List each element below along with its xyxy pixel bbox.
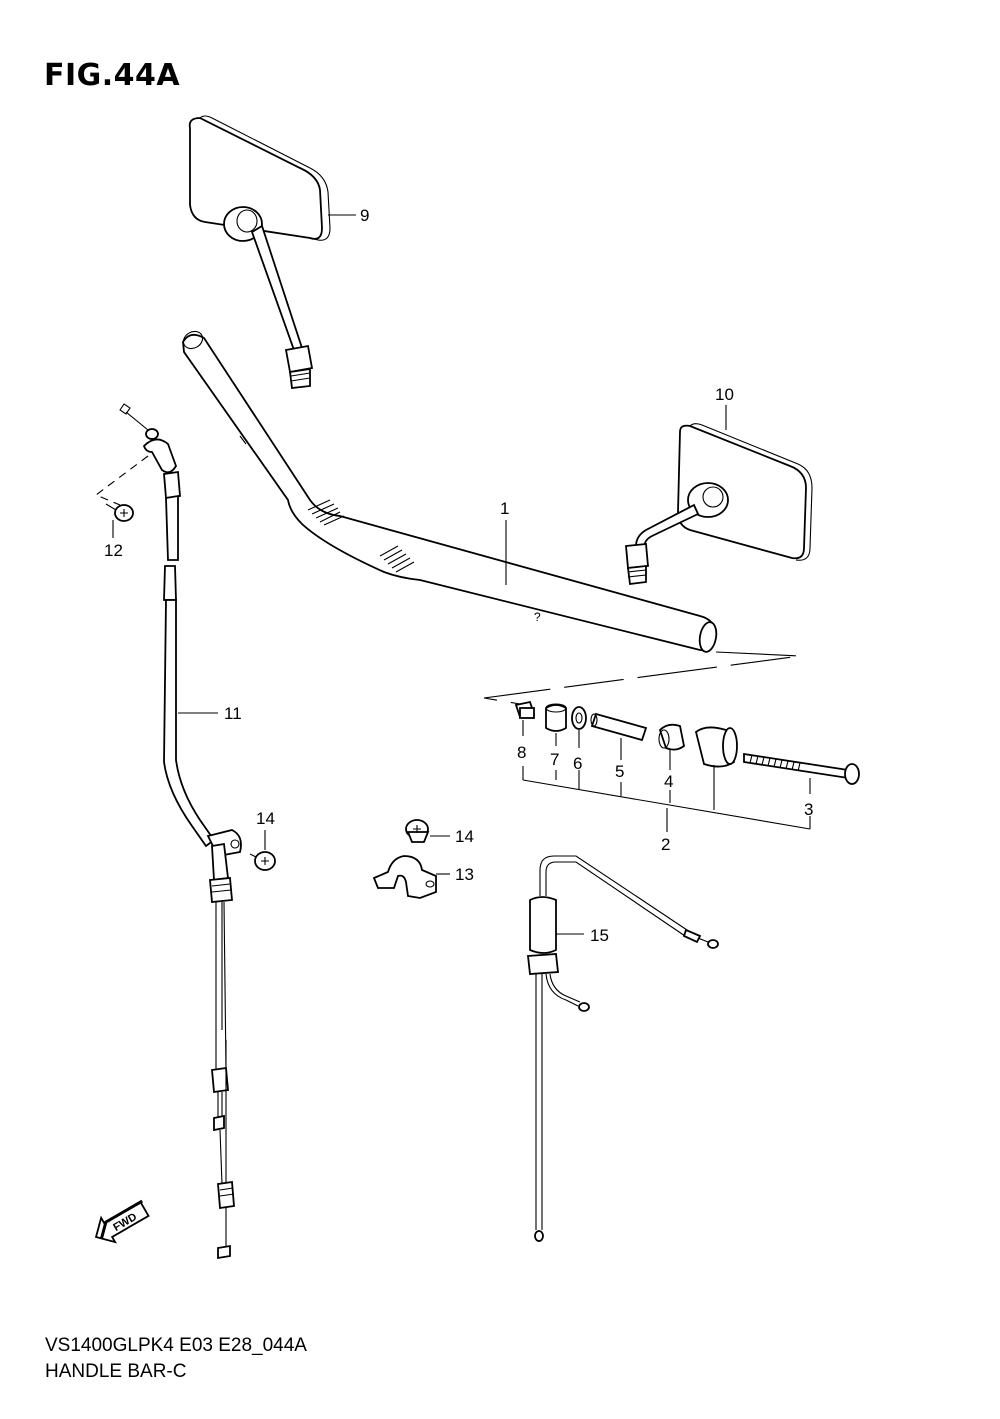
- fwd-arrow-icon: FWD: [94, 1199, 150, 1244]
- callout-3: 3: [804, 800, 813, 819]
- callout-14a: 14: [256, 809, 275, 828]
- relation-line-handlebar: [483, 651, 801, 705]
- callout-4: 4: [664, 772, 673, 791]
- model-code: VS1400GLPK4 E03 E28_044A: [45, 1335, 307, 1356]
- handlebar-mark: ?: [534, 610, 541, 624]
- part-13-clamp[interactable]: [372, 855, 437, 899]
- part-8-nut[interactable]: [514, 700, 536, 719]
- callout-15: 15: [590, 926, 609, 945]
- figure-title: FIG.44A: [44, 58, 181, 93]
- mirror-left[interactable]: [188, 115, 331, 389]
- mirror-right[interactable]: [625, 423, 813, 586]
- section-name: HANDLE BAR-C: [45, 1361, 187, 1382]
- callout-8: 8: [517, 743, 526, 762]
- callout-13: 13: [455, 865, 474, 884]
- callout-2: 2: [661, 835, 670, 854]
- part-7-collar[interactable]: [545, 703, 567, 732]
- part-15-cable[interactable]: [527, 855, 719, 1242]
- callout-9: 9: [360, 206, 369, 225]
- callout-5: 5: [615, 762, 624, 781]
- part-5-spacer[interactable]: [590, 712, 648, 742]
- part-3-bolt[interactable]: [743, 752, 860, 785]
- throttle-cable[interactable]: [119, 403, 242, 1260]
- part-4-rubber[interactable]: [658, 723, 685, 751]
- callout-1: 1: [500, 499, 509, 518]
- callout-7: 7: [550, 750, 559, 769]
- callout-11: 11: [224, 704, 242, 723]
- part-2-balancer[interactable]: [694, 726, 738, 768]
- part-6-washer[interactable]: [571, 706, 587, 730]
- callout-10: 10: [715, 385, 734, 404]
- relation-line-12: [94, 455, 149, 506]
- part-14-screw-right[interactable]: [405, 819, 430, 843]
- fwd-label: FWD: [111, 1211, 139, 1234]
- leader-lines-weight: [522, 720, 811, 832]
- part-14-screw-left[interactable]: [249, 851, 276, 871]
- handlebar[interactable]: ?: [180, 328, 718, 653]
- callout-14b: 14: [455, 827, 474, 846]
- part-12-screw[interactable]: [105, 503, 134, 522]
- callout-6: 6: [573, 754, 582, 773]
- callout-12: 12: [104, 541, 123, 560]
